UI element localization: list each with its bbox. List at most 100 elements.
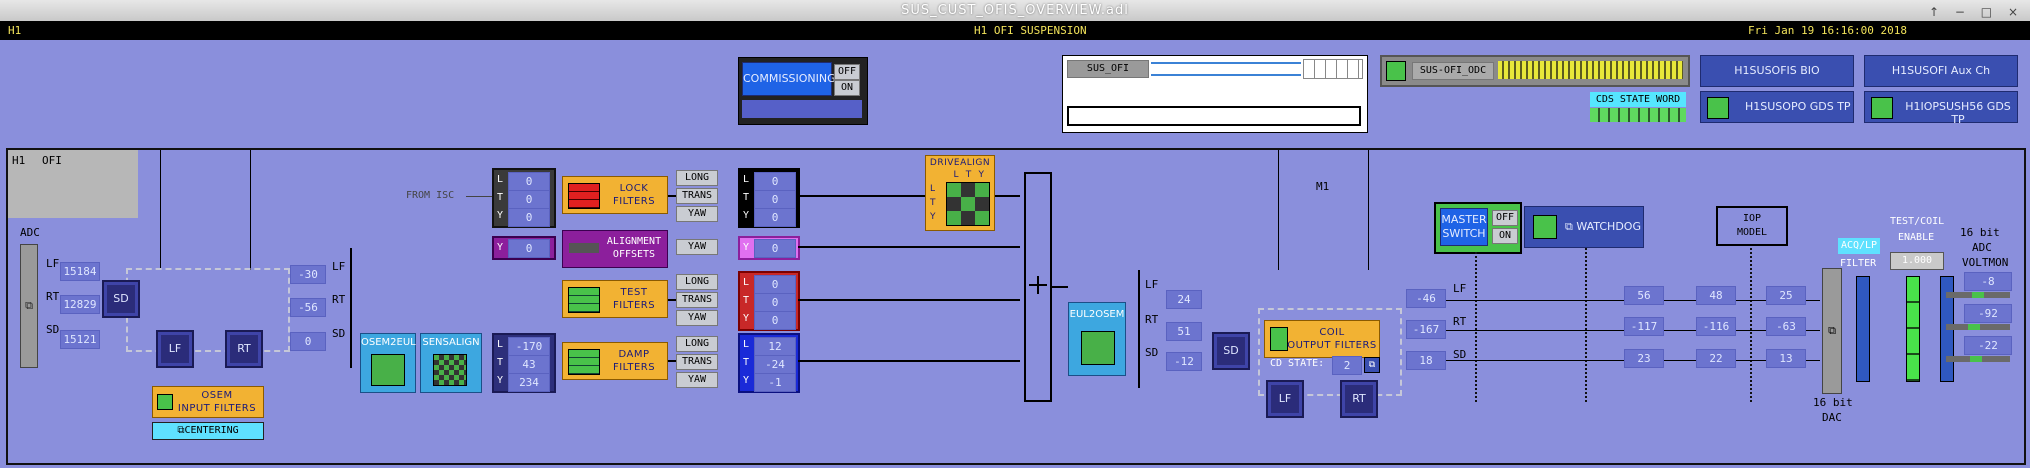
osem-input-filters-indicator [157, 394, 173, 410]
acq-lp-button[interactable]: ACQ/LP [1838, 238, 1880, 254]
commissioning-off-button[interactable]: OFF [834, 64, 860, 80]
master-on-button[interactable]: ON [1492, 228, 1518, 244]
lock-yaw-button[interactable]: YAW [676, 206, 718, 222]
test-yaw-button[interactable]: YAW [676, 310, 718, 326]
isc-l-value: 0 [508, 172, 550, 191]
test-t-label: T [742, 295, 750, 306]
guardian-node-button[interactable]: SUS_OFI [1067, 60, 1149, 78]
dof-t-value: 43 [508, 355, 550, 374]
suspension-title-box: H1 OFI [8, 150, 138, 218]
eul2osem-label: EUL2OSEM [1069, 309, 1125, 320]
matrix-icon [1081, 331, 1115, 365]
dotted-divider [1750, 248, 1752, 402]
lock-signal-line [798, 195, 1020, 197]
master-off-button[interactable]: OFF [1492, 210, 1518, 226]
from-isc-label: FROM ISC [406, 190, 455, 201]
window-controls[interactable]: ↑ − □ × [1929, 5, 2024, 19]
coil-sd-button[interactable]: SD [1212, 332, 1250, 370]
centering-icon: ⧉ [177, 425, 185, 436]
damp-yaw-button[interactable]: YAW [676, 372, 718, 388]
commissioning-button[interactable]: COMMISSIONING [742, 62, 836, 96]
out-col2-lf: 56 [1624, 286, 1664, 305]
damp-long-button[interactable]: LONG [676, 336, 718, 352]
voltmon-lf-meter [1946, 292, 2010, 298]
coil-lf-button[interactable]: LF [1266, 380, 1304, 418]
osem-rt-button[interactable]: RT [225, 330, 263, 368]
cds-state-word-bits [1590, 108, 1686, 122]
test-y-label: Y [742, 313, 750, 324]
lock-t-label: T [742, 192, 750, 203]
osem-sd-button[interactable]: SD [102, 280, 140, 318]
drivealign-col-t: T [965, 170, 972, 180]
drivealign-matrix-icon [946, 182, 990, 226]
cds-state-word-label: CDS STATE WORD [1590, 92, 1686, 107]
adc-rt-value: 12829 [60, 295, 100, 314]
damp-filters-indicator [568, 349, 600, 375]
dotted-divider [1475, 252, 1477, 402]
voltmon-sd-meter [1946, 356, 2010, 362]
out-lf-label: LF [1453, 282, 1467, 295]
osem2eul-button[interactable]: OSEM2EUL [360, 333, 416, 393]
sensalign-button[interactable]: SENSALIGN [420, 333, 482, 393]
adc-voltmon-adc: ADC [1972, 241, 1992, 254]
header-bar: H1 H1 OFI SUSPENSION Fri Jan 19 16:16:00… [0, 21, 2030, 40]
bio-link-button[interactable]: H1SUSOFIS BIO [1700, 55, 1854, 87]
test-signal-line [798, 299, 1020, 301]
cd-state-related-icon[interactable]: ⧉ [1364, 357, 1380, 373]
drivealign-col-y: Y [978, 170, 985, 180]
eul-sd-label: SD [1145, 346, 1159, 359]
test-filters-indicator [568, 287, 600, 313]
damp-trans-button[interactable]: TRANS [676, 354, 718, 370]
damp-connector [668, 360, 676, 362]
alignment-yaw-button[interactable]: YAW [676, 239, 718, 255]
out-col2-rt: -117 [1624, 317, 1664, 336]
enable-label: ENABLE [1898, 232, 1935, 243]
watchdog-button[interactable]: ⧉ WATCHDOG [1524, 206, 1644, 248]
enable-value-field[interactable]: 1.000 [1890, 252, 1944, 270]
eul-sd-value: -12 [1166, 352, 1202, 371]
osem-lf-button[interactable]: LF [156, 330, 194, 368]
dac-block[interactable]: ⧉ [1822, 268, 1842, 394]
alignment-out-value: 0 [754, 239, 796, 258]
adc-block[interactable]: ⧉ [20, 244, 38, 368]
acq-filter-bar [1856, 276, 1870, 382]
osem-out-lf-label: LF [332, 260, 346, 273]
guardian-message [1067, 106, 1361, 126]
coil-rt-button[interactable]: RT [1340, 380, 1378, 418]
isc-readback-panel: L 0 T 0 Y 0 [492, 168, 556, 228]
gds-tp-link-button[interactable]: H1SUSOPO GDS TP [1700, 91, 1854, 123]
eul2osem-button[interactable]: EUL2OSEM [1068, 302, 1126, 376]
test-t-value: 0 [754, 293, 796, 312]
stage-m1-label: M1 [1316, 180, 1330, 193]
out-col3-lf: 48 [1696, 286, 1736, 305]
osem-input-filters-button[interactable]: OSEM INPUT FILTERS [152, 386, 264, 418]
adc-sd-label: SD [46, 323, 60, 336]
commissioning-on-button[interactable]: ON [834, 80, 860, 96]
centering-button[interactable]: ⧉CENTERING [152, 422, 264, 440]
iop-gds-tp-label: H1IOPSUSH56 GDS TP [1905, 100, 2011, 126]
test-coil-label: TEST/COIL [1890, 216, 1945, 227]
lock-trans-button[interactable]: TRANS [676, 188, 718, 204]
lock-long-button[interactable]: LONG [676, 170, 718, 186]
alignment-out-label: Y [742, 242, 750, 253]
iop-gds-tp-link-button[interactable]: H1IOPSUSH56 GDS TP [1864, 91, 2018, 126]
test-long-button[interactable]: LONG [676, 274, 718, 290]
test-trans-button[interactable]: TRANS [676, 292, 718, 308]
voltmon-rt-meter [1946, 324, 2010, 330]
out-col1-sd: 18 [1406, 351, 1446, 370]
header-title: H1 OFI SUSPENSION [974, 24, 1087, 37]
odc-button[interactable]: SUS-OFI_ODC [1412, 62, 1494, 80]
watchdog-label: ⧉ WATCHDOG [1565, 220, 1641, 233]
drivealign-button[interactable]: DRIVEALIGN L T Y L T Y [925, 155, 995, 231]
isc-t-label: T [496, 192, 504, 203]
guardian-panel: SUS_OFI [1062, 55, 1368, 133]
aux-channel-link-button[interactable]: H1SUSOFI Aux Ch [1864, 55, 2018, 87]
